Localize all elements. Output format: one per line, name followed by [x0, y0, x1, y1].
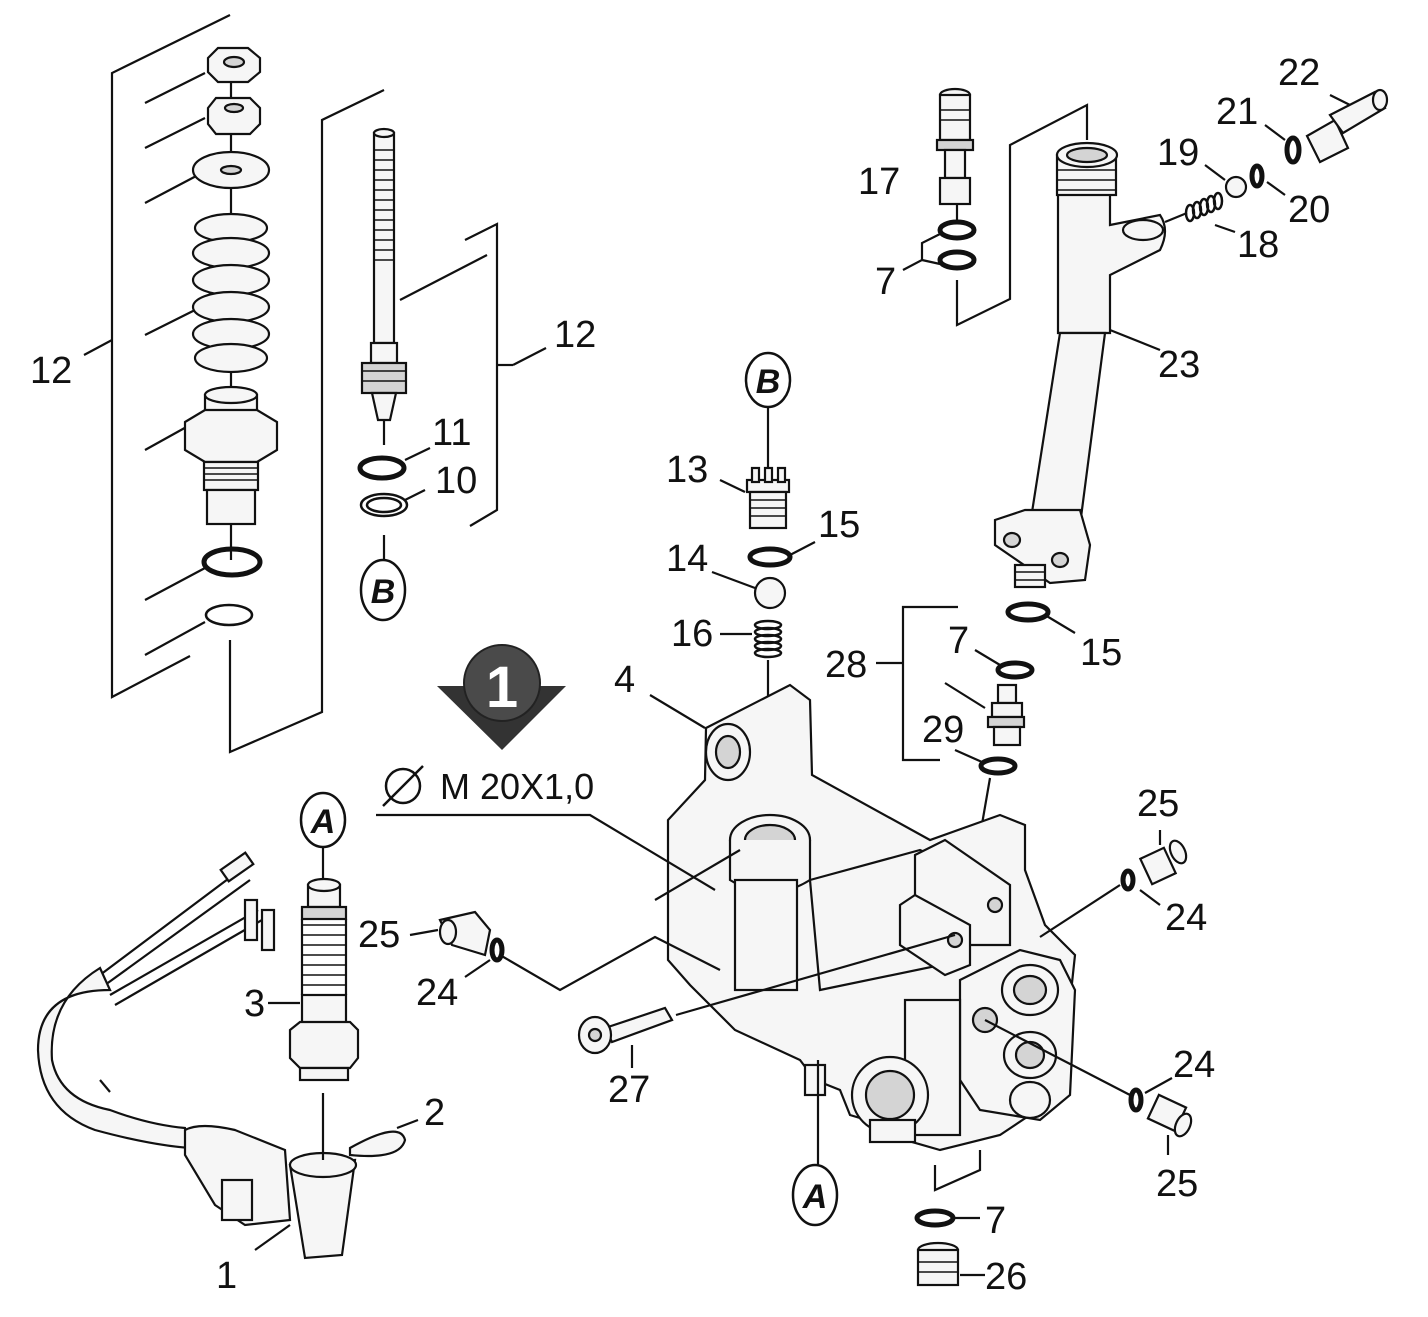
svg-text:B: B: [371, 573, 396, 611]
label-25c: 25: [1156, 1163, 1198, 1205]
pipe-assembly-23: [902, 87, 1389, 589]
nipple-22: [1305, 88, 1389, 164]
label-1: 1: [216, 1255, 237, 1297]
label-7a: 7: [875, 261, 896, 303]
label-18: 18: [1237, 224, 1279, 266]
label-20: 20: [1288, 189, 1330, 231]
center-small-parts: [711, 406, 1076, 906]
spring-coil: [191, 212, 271, 374]
label-26: 26: [985, 1256, 1027, 1298]
label-16: 16: [671, 613, 713, 655]
label-17: 17: [858, 161, 900, 203]
label-29: 29: [922, 709, 964, 751]
valve-assembly-12: [83, 14, 547, 754]
svg-text:B: B: [756, 363, 781, 401]
svg-text:A: A: [310, 803, 336, 841]
ref-b-bottom: B: [359, 558, 407, 622]
label-24a: 24: [416, 972, 458, 1014]
label-22: 22: [1278, 52, 1320, 94]
ref-b-top: B: [744, 351, 792, 409]
pump-housing: [649, 683, 1077, 1152]
label-25a: 25: [358, 914, 400, 956]
spring-16: [753, 619, 783, 659]
label-19: 19: [1157, 132, 1199, 174]
label-7c: 7: [985, 1200, 1006, 1242]
spring-3: [300, 919, 348, 995]
label-23: 23: [1158, 344, 1200, 386]
svg-text:M 20X1,0: M 20X1,0: [440, 766, 594, 807]
svg-text:A: A: [802, 1178, 828, 1216]
pressure-switch: [36, 845, 419, 1260]
label-12a: 12: [30, 350, 72, 392]
label-14: 14: [666, 538, 708, 580]
label-13: 13: [666, 449, 708, 491]
spring-18: [1184, 191, 1224, 223]
label-7b: 7: [948, 620, 969, 662]
label-28: 28: [825, 644, 867, 686]
label-27: 27: [608, 1069, 650, 1111]
thread-spec: M 20X1,0: [382, 765, 594, 807]
label-2: 2: [424, 1092, 445, 1134]
plugs-24-25-26: [409, 830, 1193, 1287]
label-15a: 15: [818, 504, 860, 546]
label-21: 21: [1216, 91, 1258, 133]
ref-a-bottom: A: [791, 1163, 839, 1227]
label-10: 10: [435, 460, 477, 502]
part-labels: 1 2 3 4 7 7 7 10 11 12 12 13 14 15 15 16…: [30, 52, 1330, 1298]
label-12b: 12: [554, 314, 596, 356]
label-15b: 15: [1080, 632, 1122, 674]
label-11: 11: [432, 412, 471, 454]
label-24b: 24: [1165, 897, 1207, 939]
label-3: 3: [244, 983, 265, 1025]
ref-a-top: A: [299, 791, 347, 849]
torque-badge: 1: [437, 644, 566, 750]
svg-text:1: 1: [486, 655, 518, 720]
label-4: 4: [614, 659, 635, 701]
label-24c: 24: [1173, 1044, 1215, 1086]
housing-callouts: [376, 813, 1131, 1192]
label-25b: 25: [1137, 783, 1179, 825]
